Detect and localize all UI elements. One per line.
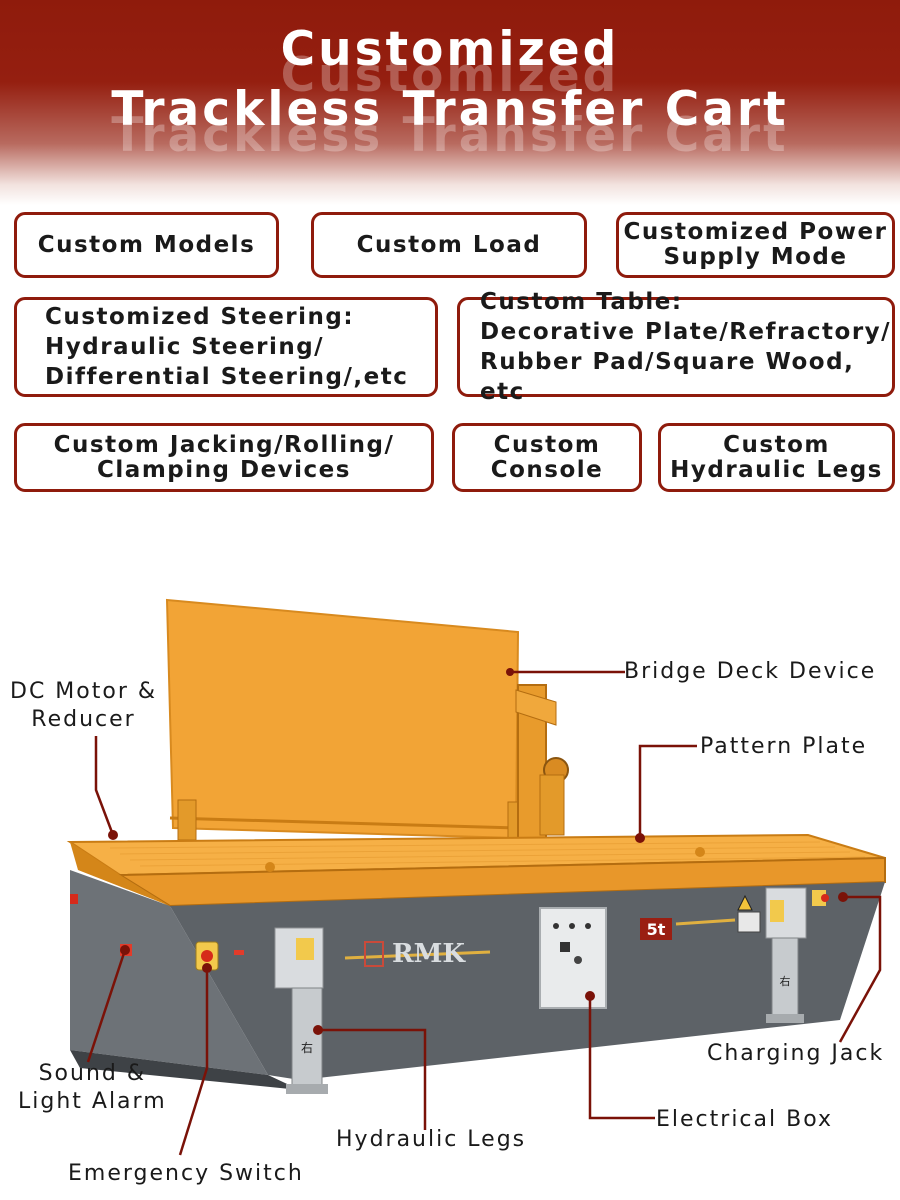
callout-emergency-switch: Emergency Switch <box>68 1161 304 1186</box>
feature-steering: Customized Steering: Hydraulic Steering/… <box>14 297 438 397</box>
feature-table: Custom Table: Decorative Plate/Refractor… <box>457 289 895 405</box>
title-shadow-line1: Customized <box>280 48 620 103</box>
page-title-line1: Customized <box>280 22 620 77</box>
callout-bridge-deck: Bridge Deck Device <box>624 659 877 684</box>
feature-jacking-devices: Custom Jacking/Rolling/ Clamping Devices <box>14 423 434 492</box>
hydraulic-leg-right <box>771 937 799 1019</box>
charging-jack <box>821 894 829 902</box>
leg-mark-left: 右 <box>301 1040 313 1055</box>
feature-hydraulic-legs: Custom Hydraulic Legs <box>658 423 895 492</box>
load-badge-text: 5t <box>647 920 666 939</box>
feature-power-supply: Customized Power Supply Mode <box>616 212 895 278</box>
callout-pattern-plate: Pattern Plate <box>700 734 868 759</box>
callout-electrical-box: Electrical Box <box>656 1107 834 1132</box>
electrical-box <box>539 907 607 1009</box>
leg-mark-right: 右 <box>780 974 791 988</box>
brand-logo: RMK <box>392 939 466 969</box>
callout-charging-jack: Charging Jack <box>707 1041 885 1066</box>
load-badge <box>640 918 672 940</box>
feature-custom-load: Custom Load <box>311 212 587 278</box>
callout-hydraulic-legs: Hydraulic Legs <box>336 1127 527 1152</box>
feature-console: Custom Console <box>452 423 642 492</box>
feature-custom-models: Custom Models <box>14 212 279 278</box>
callout-dc-motor: DC Motor & Reducer <box>10 679 158 732</box>
callout-sound-light-alarm: Sound & Light Alarm <box>18 1061 167 1114</box>
transfer-cart-illustration: RMK 5t 右 右 <box>66 598 886 1094</box>
hydraulic-leg-left <box>291 987 323 1089</box>
page-title-line2: Trackless Transfer Cart <box>111 82 789 137</box>
bridge-deck-plate <box>165 598 520 840</box>
header-banner: Customized Trackless Transfer Cart Custo… <box>0 0 900 205</box>
title-shadow-line2: Trackless Transfer Cart <box>111 108 789 163</box>
sound-light-alarm <box>120 944 132 956</box>
